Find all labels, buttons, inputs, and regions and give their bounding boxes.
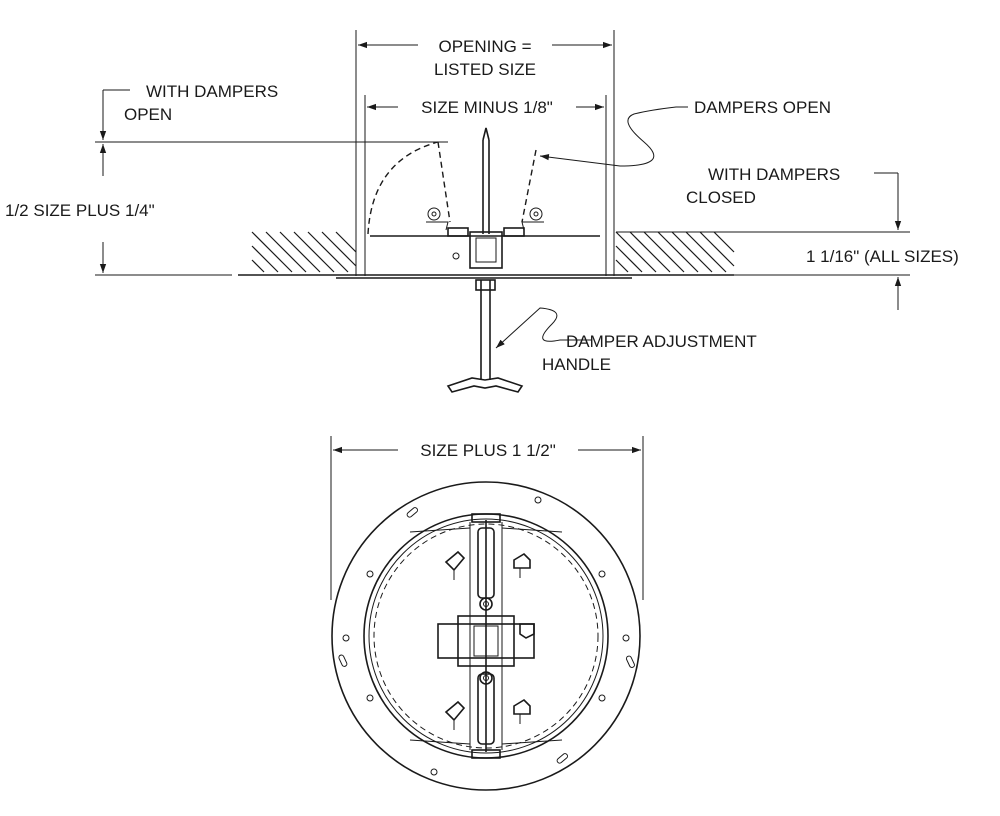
size-minus-label: SIZE MINUS 1/8" [421, 98, 553, 117]
handle-label-line1: DAMPER ADJUSTMENT [566, 332, 757, 351]
ceiling-hatch-right [615, 231, 735, 273]
all-sizes-label: 1 1/16" (ALL SIZES) [806, 247, 959, 266]
with-dampers-open-line2: OPEN [124, 105, 172, 124]
side-elevation-view: OPENING = LISTED SIZE SIZE MINUS 1/8" WI… [5, 30, 959, 393]
with-dampers-closed-line2: CLOSED [686, 188, 756, 207]
opening-label-line1: OPENING = [438, 37, 531, 56]
size-plus-label: SIZE PLUS 1 1/2" [420, 441, 556, 460]
with-dampers-closed-line1: WITH DAMPERS [708, 165, 840, 184]
dampers-open-label: DAMPERS OPEN [694, 98, 831, 117]
handle-label-line2: HANDLE [542, 355, 611, 374]
with-dampers-open-line1: WITH DAMPERS [146, 82, 278, 101]
opening-label-line2: LISTED SIZE [434, 60, 536, 79]
half-size-plus-label: 1/2 SIZE PLUS 1/4" [5, 201, 155, 220]
plan-view: SIZE PLUS 1 1/2" [330, 436, 644, 791]
ceiling-hatch-left [251, 231, 357, 273]
